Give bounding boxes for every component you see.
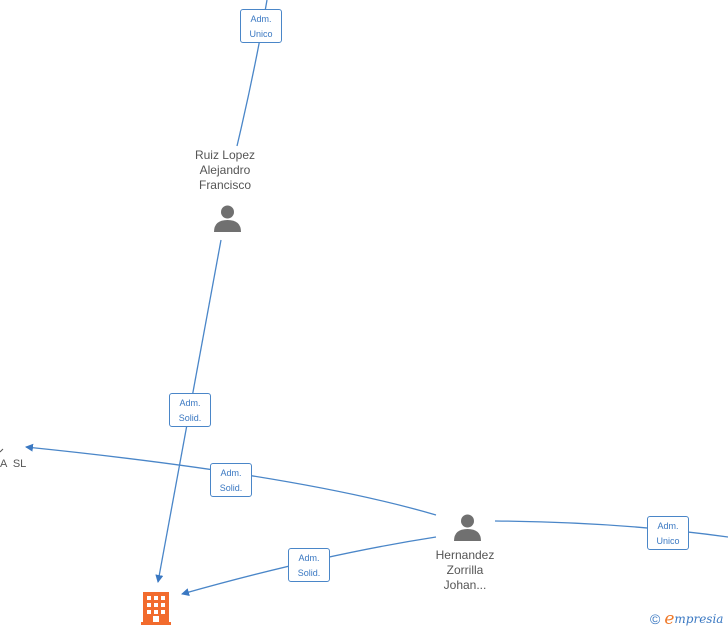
person-icon[interactable] xyxy=(453,513,482,542)
node-label-line1: Hernandez xyxy=(435,548,495,562)
edge-label-hernandez-right[interactable]: Adm. Unico xyxy=(647,516,689,550)
edge-label-line1: Adm. xyxy=(657,521,679,531)
node-label-line3: Johan... xyxy=(443,578,487,592)
edge-label-ruiz-company[interactable]: Adm. Solid. xyxy=(169,393,211,427)
edge-label-line2: Unico xyxy=(656,536,680,546)
edge-hernandez-right xyxy=(494,520,728,538)
edge-label-line2: Solid. xyxy=(219,483,243,493)
edge-label-line2: Solid. xyxy=(178,413,202,423)
edge-label-hernandez-left[interactable]: Adm. Solid. xyxy=(210,463,252,497)
person-node-label-hernandez[interactable]: Hernandez Zorrilla Johan... xyxy=(415,548,515,593)
node-label-line2: Zorrilla xyxy=(446,563,484,577)
node-label-line1: Ruiz Lopez xyxy=(194,148,256,162)
building-icon[interactable] xyxy=(141,590,171,626)
edge-label-line2: Solid. xyxy=(297,568,321,578)
edge-label-top[interactable]: Adm. Unico xyxy=(240,9,282,43)
node-label-line2: Alejandro xyxy=(199,163,251,177)
edge-label-line1: Adm. xyxy=(179,398,201,408)
edge-label-hernandez-company[interactable]: Adm. Solid. xyxy=(288,548,330,582)
edge-hernandez-left xyxy=(25,443,437,516)
node-label-line3: Francisco xyxy=(198,178,251,192)
person-node-label-ruiz[interactable]: Ruiz Lopez Alejandro Francisco xyxy=(175,148,275,193)
person-icon[interactable] xyxy=(213,204,242,233)
copyright-symbol: © xyxy=(650,611,661,627)
brand-logo: © e mpresia xyxy=(650,609,724,629)
edge-label-line1: Adm. xyxy=(220,468,242,478)
edge-label-line2: Unico xyxy=(249,29,273,39)
edge-label-line1: Adm. xyxy=(298,553,320,563)
brand-name: mpresia xyxy=(674,612,724,626)
company-node-label-left[interactable]: A SL xyxy=(0,458,27,470)
edge-label-line1: Adm. xyxy=(250,14,272,24)
brand-e: e xyxy=(664,609,675,629)
cut-node-marker xyxy=(0,448,4,453)
